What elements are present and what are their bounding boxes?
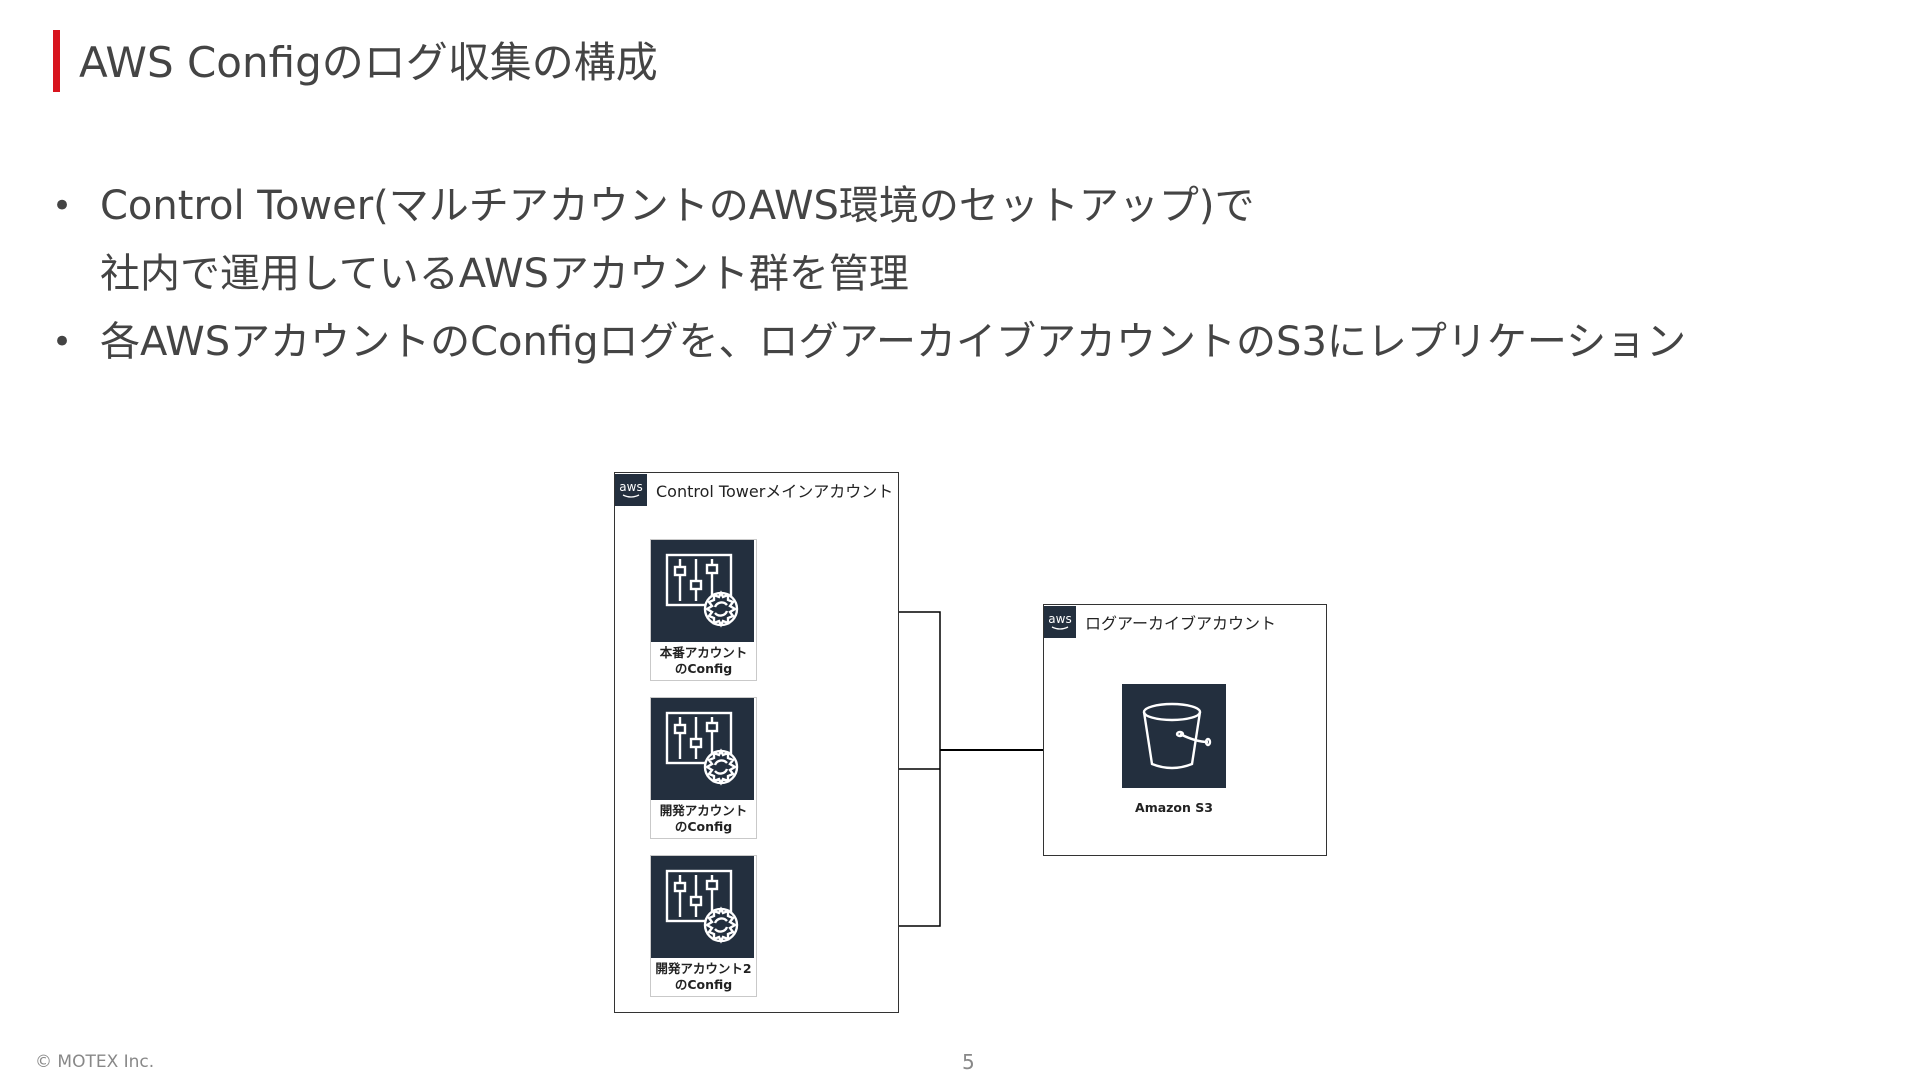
s3-bucket-icon: [1122, 684, 1226, 788]
service-label-line: 本番アカウント: [659, 645, 748, 660]
bullet-text-line: 各AWSアカウントのConfigログを、ログアーカイブアカウントのS3にレプリケ…: [100, 319, 1687, 365]
bullet-dot: •: [52, 322, 73, 362]
bullet-list: • Control Tower(マルチアカウントのAWS環境のセットアップ)で …: [52, 172, 1686, 376]
config-service-dev: 開発アカウント のConfig: [650, 697, 757, 839]
main-account-header: aws Control Towerメインアカウント: [615, 473, 893, 507]
config-service-prod: 本番アカウント のConfig: [650, 539, 757, 681]
bullet-item: • Control Tower(マルチアカウントのAWS環境のセットアップ)で …: [52, 172, 1686, 308]
title-accent-bar: [53, 30, 60, 92]
aws-logo-icon: aws: [615, 474, 647, 506]
service-label-line: のConfig: [674, 977, 733, 992]
service-label-line: 開発アカウント: [659, 803, 748, 818]
s3-service-label: Amazon S3: [1135, 800, 1213, 815]
config-service-dev2: 開発アカウント2 のConfig: [650, 855, 757, 997]
amazon-s3-service: Amazon S3: [1122, 684, 1226, 815]
footer-copyright: © MOTEX Inc.: [35, 1052, 155, 1072]
bullet-item: • 各AWSアカウントのConfigログを、ログアーカイブアカウントのS3にレプ…: [52, 308, 1686, 376]
bullet-text-line: Control Tower(マルチアカウントのAWS環境のセットアップ)で: [100, 183, 1255, 229]
aws-logo-text: aws: [1048, 612, 1072, 626]
bullet-dot: •: [52, 186, 73, 226]
service-label-line: のConfig: [674, 819, 733, 834]
config-icon: [651, 540, 754, 642]
slide-title: AWS Configのログ収集の構成: [79, 38, 658, 87]
service-label-line: 開発アカウント2: [655, 961, 752, 976]
config-icon: [651, 698, 754, 800]
aws-logo-icon: aws: [1044, 606, 1076, 638]
config-service-label: 本番アカウント のConfig: [651, 642, 756, 680]
main-account-label: Control Towerメインアカウント: [656, 482, 894, 501]
log-archive-account-label: ログアーカイブアカウント: [1085, 614, 1277, 633]
config-service-label: 開発アカウント のConfig: [651, 800, 756, 838]
page-number: 5: [962, 1050, 975, 1074]
service-label-line: のConfig: [674, 661, 733, 676]
config-service-label: 開発アカウント2 のConfig: [651, 958, 756, 996]
config-icon: [651, 856, 754, 958]
bullet-text-line: 社内で運用しているAWSアカウント群を管理: [100, 251, 909, 297]
log-archive-account-header: aws ログアーカイブアカウント: [1044, 605, 1276, 639]
aws-logo-text: aws: [619, 480, 643, 494]
